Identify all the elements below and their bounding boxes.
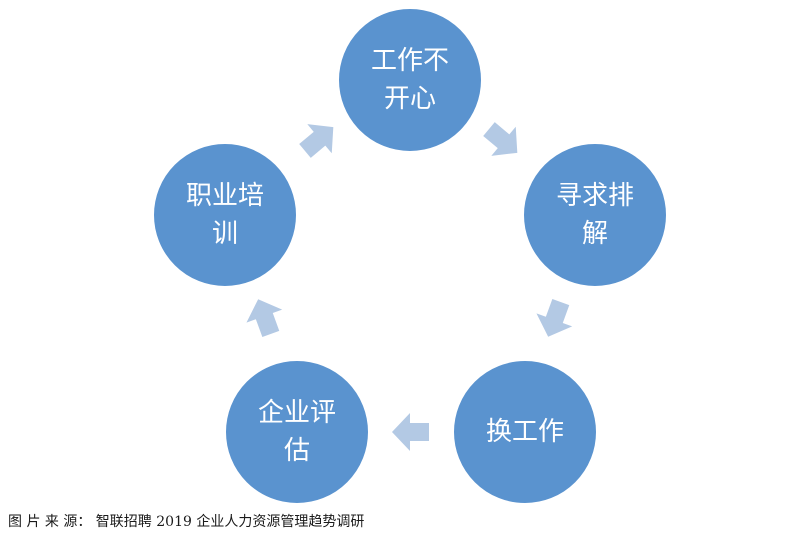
cycle-node-circle <box>337 7 483 153</box>
arrow-group <box>246 122 573 451</box>
cycle-node-label: 估 <box>284 436 310 466</box>
cycle-node-label: 解 <box>582 219 608 249</box>
cycle-node-3: 换工作 <box>452 359 598 505</box>
cycle-node-circle <box>522 142 668 288</box>
cycle-arrow-1 <box>483 122 518 156</box>
source-caption: 图 片 来 源： 智联招聘 2019 企业人力资源管理趋势调研 <box>8 514 365 530</box>
cycle-node-label: 职业培 <box>186 181 264 211</box>
cycle-arrow-2 <box>536 298 573 337</box>
cycle-node-label: 寻求排 <box>556 181 634 211</box>
cycle-node-label: 训 <box>212 219 238 249</box>
cycle-arrow-4 <box>246 299 283 338</box>
cycle-node-label: 企业评 <box>258 398 336 428</box>
cycle-node-label: 开心 <box>384 84 436 114</box>
cycle-arrow-3 <box>392 413 429 451</box>
cycle-node-label: 换工作 <box>486 417 564 447</box>
cycle-arrow-5 <box>299 124 334 158</box>
cycle-node-circle <box>452 359 598 505</box>
cycle-node-circle <box>224 359 370 505</box>
cycle-node-label: 工作不 <box>371 46 449 76</box>
cycle-node-circle <box>152 142 298 288</box>
